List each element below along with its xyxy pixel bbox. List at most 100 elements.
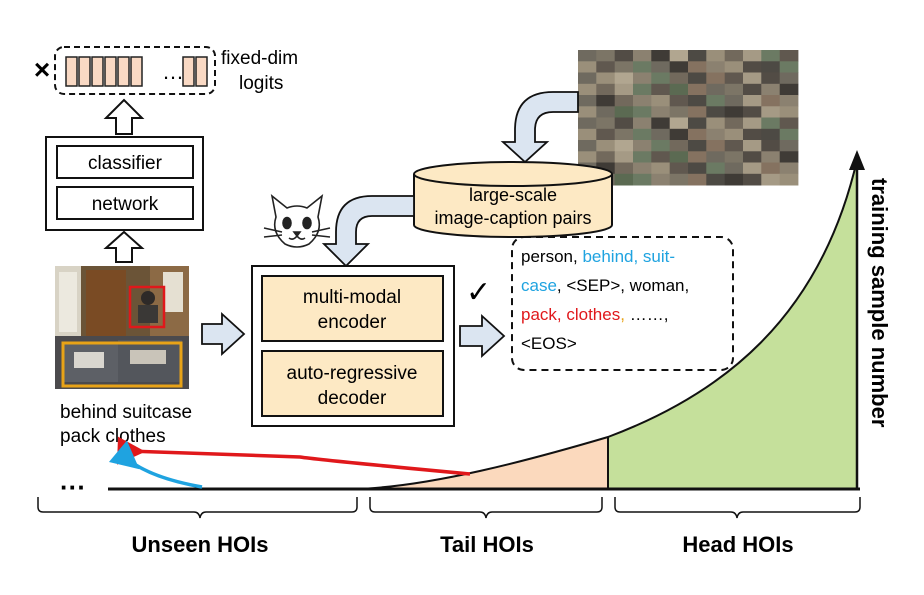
grid-tile: [596, 106, 615, 118]
grid-tile: [761, 162, 780, 175]
cross-icon: ×: [34, 54, 50, 85]
grid-tile: [706, 72, 725, 85]
grid-tile: [761, 50, 780, 62]
grid-tile: [651, 61, 670, 73]
grid-tile: [743, 61, 762, 73]
grid-tile: [706, 162, 725, 175]
grid-tile: [743, 151, 762, 163]
grid-tile: [761, 72, 780, 85]
grid-tile: [724, 151, 744, 163]
grid-tile: [578, 140, 597, 152]
head-region: [608, 160, 857, 489]
grid-tile: [706, 106, 725, 118]
grid-tile: [578, 61, 597, 73]
grid-tile: [614, 128, 634, 141]
grid-tile: [761, 117, 780, 130]
classifier-label: classifier: [88, 153, 163, 174]
grid-tile: [688, 162, 707, 175]
grid-tile: [706, 128, 725, 141]
grid-tile: [724, 106, 744, 118]
up-arrow-to-logits: [103, 98, 145, 135]
grid-tile: [779, 140, 799, 152]
up-arrow-to-network: [103, 230, 145, 263]
grid-tile: [743, 106, 762, 118]
output-line-1: person, behind, suit-: [521, 247, 675, 266]
grid-tile: [743, 72, 762, 85]
grid-tile: [596, 140, 615, 152]
grid-tile: [669, 95, 689, 107]
grid-tile: [596, 151, 615, 163]
grid-tile: [761, 106, 780, 118]
grid-tile: [779, 117, 799, 130]
logits-label-line1: fixed-dim: [221, 48, 298, 69]
grid-tile: [706, 151, 725, 163]
grid-tile: [578, 72, 597, 85]
decoder-label-line2: decoder: [318, 388, 387, 409]
grid-tile: [743, 50, 762, 62]
grid-tile: [688, 106, 707, 118]
grid-tile: [651, 173, 670, 186]
grid-tile: [633, 83, 652, 96]
check-icon: ✓: [466, 276, 491, 309]
arrow-image-to-model: [201, 311, 246, 357]
grid-tile: [669, 106, 689, 118]
grid-tile: [743, 128, 762, 141]
output-line-3: pack, clothes, ……,: [521, 305, 668, 324]
grid-tile: [596, 50, 615, 62]
grid-tile: [614, 117, 634, 130]
grid-tile: [578, 117, 597, 130]
grid-tile: [669, 162, 689, 175]
grid-tile: [724, 95, 744, 107]
grid-tile: [724, 83, 744, 96]
grid-tile: [779, 95, 799, 107]
grid-tile: [743, 95, 762, 107]
grid-tile: [651, 117, 670, 130]
grid-tile: [706, 50, 725, 62]
grid-tile: [614, 106, 634, 118]
grid-tile: [651, 83, 670, 96]
output-sequence-box: [511, 236, 734, 371]
grid-tile: [651, 128, 670, 141]
dataset-cylinder: [413, 161, 613, 238]
logits-box: [54, 46, 216, 95]
grid-tile: [724, 72, 744, 85]
grid-tile: [578, 95, 597, 107]
output-line-2: case, <SEP>, woman,: [521, 276, 689, 295]
classifier-box: [56, 145, 194, 179]
grid-tile: [596, 117, 615, 130]
arrow-dataset-to-model: [321, 195, 415, 268]
group-label-unseen: Unseen HOIs: [132, 532, 269, 557]
grid-tile: [761, 83, 780, 96]
grid-tile: [706, 173, 725, 186]
grid-tile: [706, 117, 725, 130]
grid-tile: [669, 128, 689, 141]
red-transfer-arrow: [117, 436, 471, 476]
grid-tile: [651, 106, 670, 118]
grid-tile: [633, 50, 652, 62]
grid-tile: [651, 162, 670, 175]
grid-tile: [596, 83, 615, 96]
grid-tile: [743, 173, 762, 186]
grid-tile: [743, 140, 762, 152]
grid-tile: [761, 128, 780, 141]
suitcase-bbox: [61, 341, 183, 388]
grid-tile: [651, 140, 670, 152]
grid-tile: [596, 72, 615, 85]
grid-tile: [614, 83, 634, 96]
grid-tile: [761, 61, 780, 73]
grid-tile: [724, 140, 744, 152]
grid-tile: [633, 106, 652, 118]
y-axis-arrowhead: [849, 150, 865, 170]
tail-region: [355, 437, 608, 489]
grid-tile: [688, 50, 707, 62]
grid-tile: [688, 95, 707, 107]
grid-tile: [578, 128, 597, 141]
output-line-4: <EOS>: [521, 334, 577, 353]
grid-tile: [743, 83, 762, 96]
grid-tile: [633, 72, 652, 85]
grid-tile: [706, 83, 725, 96]
grid-tile: [614, 162, 634, 175]
dataset-label-line1: large-scale: [469, 185, 557, 205]
grid-tile: [779, 61, 799, 73]
